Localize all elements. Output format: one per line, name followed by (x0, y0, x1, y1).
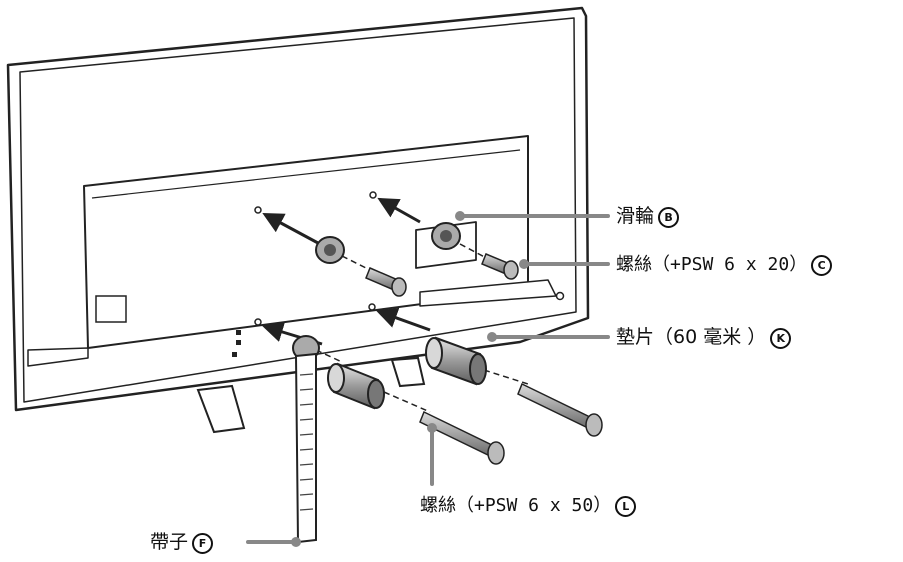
badge-b: B (658, 207, 680, 228)
badge-l: L (615, 496, 637, 517)
label-strap-text: 帶子 (150, 531, 189, 553)
tv-stand-left (196, 384, 246, 434)
label-screw-c-text: 螺絲（+PSW 6 x 20） (616, 254, 808, 275)
badge-f: F (192, 533, 214, 554)
leader-dots (291, 211, 529, 547)
screw-long-right (517, 382, 603, 437)
badge-c: C (811, 255, 833, 276)
label-pulley-text: 滑輪 (616, 205, 655, 227)
screw-long-left (419, 410, 505, 465)
spacer-part-left (327, 362, 385, 410)
pulley-part-left (315, 236, 345, 264)
strap-part (292, 335, 320, 544)
leader-lines (246, 214, 610, 544)
tv-back-details (95, 291, 565, 357)
label-screw-l: 螺絲（+PSW 6 x 50）L (420, 494, 637, 517)
screw-holes (254, 191, 377, 326)
label-spacer: 墊片（60 毫米 ）K (616, 326, 792, 349)
tv-stand-right (390, 356, 426, 388)
badge-k: K (770, 328, 792, 349)
label-screw-c: 螺絲（+PSW 6 x 20）C (616, 253, 833, 276)
tv-back (6, 6, 590, 412)
label-spacer-text: 墊片（60 毫米 ） (616, 326, 767, 348)
screw-short-right (481, 253, 519, 280)
spacer-part-right (425, 336, 487, 386)
label-screw-l-text: 螺絲（+PSW 6 x 50） (420, 495, 612, 516)
pulley-part-right (431, 222, 461, 250)
screw-short-left (365, 267, 407, 297)
